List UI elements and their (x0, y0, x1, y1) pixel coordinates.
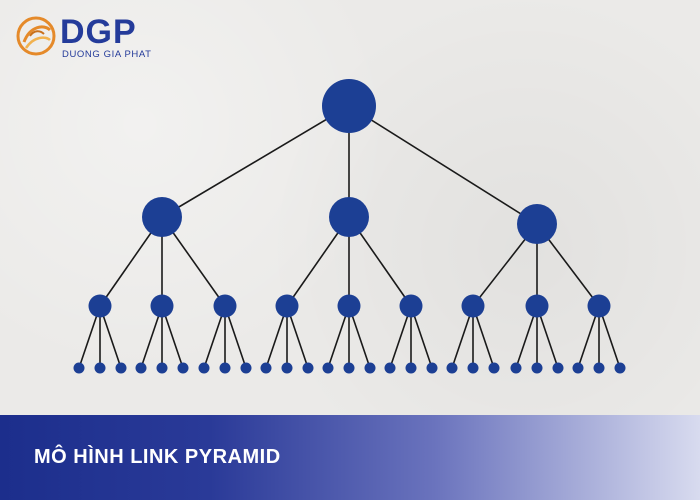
leaf-node (177, 362, 189, 374)
leaf-node (426, 362, 438, 374)
leaf-node (135, 362, 147, 374)
leaf-node (198, 362, 210, 374)
leaf-node (73, 362, 85, 374)
logo-tagline: DUONG GIA PHAT (62, 49, 152, 60)
logo-mark-icon (16, 16, 56, 56)
leaf-node (614, 362, 626, 374)
leaf-node (405, 362, 417, 374)
level2-node (399, 294, 423, 318)
level2-node (150, 294, 174, 318)
level2-node (337, 294, 361, 318)
title-banner: MÔ HÌNH LINK PYRAMID (0, 415, 700, 500)
brand-logo: DGP DUONG GIA PHAT (16, 14, 186, 60)
leaf-node (94, 362, 106, 374)
logo-brand-text: DGP (60, 13, 137, 51)
leaf-node (510, 362, 522, 374)
leaf-node (281, 362, 293, 374)
level2-node (525, 294, 549, 318)
level2-node (587, 294, 611, 318)
root-node (322, 79, 376, 133)
edge-root-to-level1 (348, 105, 538, 225)
leaf-node (322, 362, 334, 374)
level1-node (329, 197, 369, 237)
edge-root-to-level1 (161, 105, 350, 218)
leaf-node (488, 362, 500, 374)
leaf-node (531, 362, 543, 374)
leaf-node (302, 362, 314, 374)
leaf-node (219, 362, 231, 374)
leaf-node (467, 362, 479, 374)
leaf-node (260, 362, 272, 374)
leaf-node (572, 362, 584, 374)
leaf-node (552, 362, 564, 374)
leaf-node (593, 362, 605, 374)
level2-node (275, 294, 299, 318)
diagram-nodes (73, 79, 626, 374)
level2-node (461, 294, 485, 318)
leaf-node (364, 362, 376, 374)
link-pyramid-diagram (73, 79, 626, 374)
leaf-node (156, 362, 168, 374)
banner-caption: MÔ HÌNH LINK PYRAMID (34, 446, 281, 468)
level1-node (142, 197, 182, 237)
leaf-node (384, 362, 396, 374)
leaf-node (446, 362, 458, 374)
level2-node (88, 294, 112, 318)
leaf-node (343, 362, 355, 374)
level1-node (517, 204, 557, 244)
leaf-node (240, 362, 252, 374)
level2-node (213, 294, 237, 318)
leaf-node (115, 362, 127, 374)
